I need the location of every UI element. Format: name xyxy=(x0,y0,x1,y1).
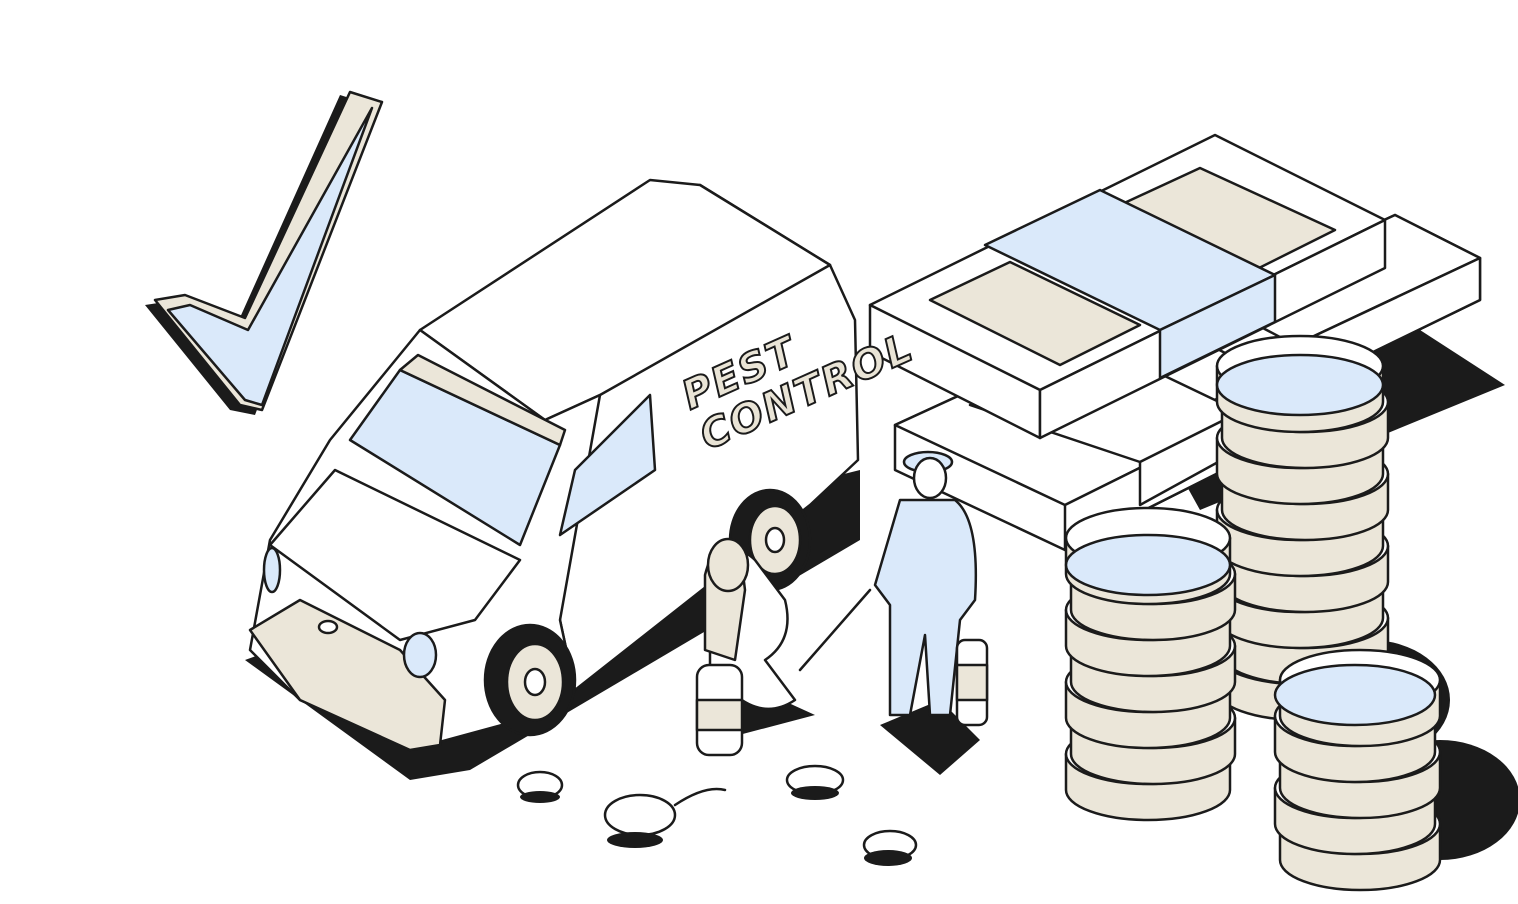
coin-top xyxy=(1215,353,1385,417)
coin-top xyxy=(1064,533,1232,597)
coin-top xyxy=(1273,663,1437,727)
rat-icon xyxy=(603,787,727,848)
coin-stack xyxy=(1064,506,1237,822)
money-stacks xyxy=(868,133,1505,552)
coin-stacks xyxy=(1064,334,1518,892)
ant-icon xyxy=(516,770,564,803)
coin-stack xyxy=(1273,648,1442,892)
cockroach-icon xyxy=(785,764,845,800)
pest-control-van: PEST CONTROL xyxy=(248,178,922,752)
bedbug-icon xyxy=(862,829,918,866)
pests xyxy=(516,764,918,866)
standing-worker xyxy=(798,450,989,775)
checkmark-icon xyxy=(145,90,384,415)
front-wheel xyxy=(483,623,577,737)
kneeling-worker xyxy=(695,537,815,757)
